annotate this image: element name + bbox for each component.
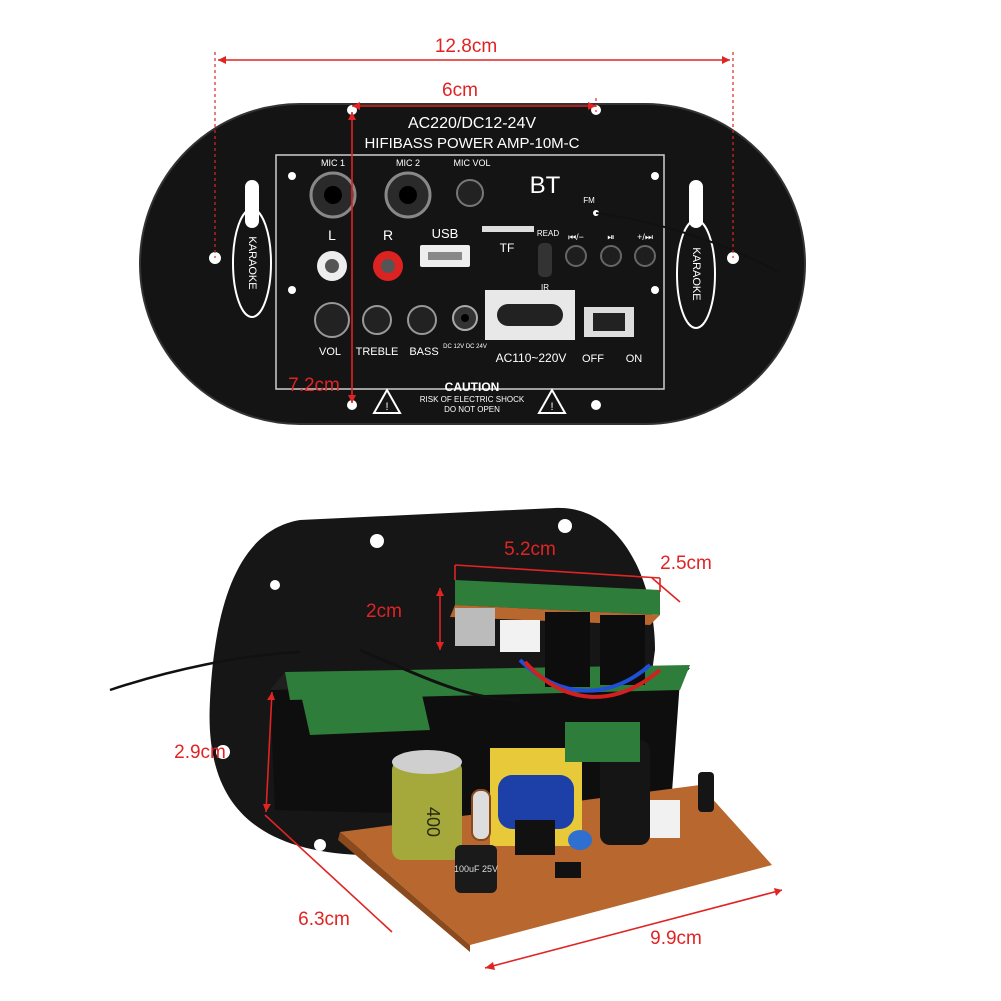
dim-module-height: 2cm bbox=[366, 601, 402, 622]
fm-label: FM bbox=[583, 196, 595, 205]
dc-label: DC 12V DC 24V bbox=[443, 344, 487, 350]
left-label: L bbox=[328, 227, 336, 243]
svg-text:100uF 25V: 100uF 25V bbox=[454, 864, 498, 874]
svg-text:400: 400 bbox=[423, 807, 443, 837]
play-label: ⏯ bbox=[607, 232, 614, 242]
front-dimensions: 12.8cm 6cm 7.2cm bbox=[214, 36, 734, 403]
warning-triangle-icon: ! bbox=[372, 387, 402, 414]
next-label: +/⏭ bbox=[637, 232, 653, 242]
capacitor-small: 100uF 25V bbox=[454, 845, 498, 893]
on-label: ON bbox=[626, 353, 643, 365]
dim-panel-width: 12.8cm bbox=[435, 36, 497, 57]
ac-label: AC110~220V bbox=[496, 351, 567, 365]
off-label: OFF bbox=[582, 353, 604, 365]
caution-label: CAUTION bbox=[445, 380, 500, 394]
mount-hole bbox=[270, 580, 280, 590]
front-panel: AC220/DC12-24V HIFIBASS POWER AMP-10M-C … bbox=[139, 103, 806, 425]
mount-hole bbox=[314, 839, 326, 851]
mount-hole bbox=[347, 105, 357, 115]
capacitor-large: 400 bbox=[392, 750, 462, 860]
dim-board-length: 9.9cm bbox=[650, 928, 702, 949]
mic-vol-label: MIC VOL bbox=[453, 158, 490, 168]
mount-hole bbox=[370, 534, 384, 548]
warning-triangle-icon: ! bbox=[537, 387, 567, 414]
vol-label: VOL bbox=[319, 346, 341, 358]
voltage-label: AC220/DC12-24V bbox=[408, 115, 536, 132]
prev-button bbox=[565, 245, 587, 267]
mount-hole bbox=[288, 172, 296, 180]
bt-label: BT bbox=[530, 172, 561, 199]
karaoke-label: KARAOKE bbox=[690, 247, 702, 300]
bt-module bbox=[455, 580, 660, 615]
antenna-wire bbox=[109, 650, 301, 692]
read-label: READ bbox=[537, 229, 559, 238]
treble-label: TREBLE bbox=[356, 346, 399, 358]
tf-slot bbox=[482, 226, 534, 232]
dim-board-height: 2.9cm bbox=[174, 742, 226, 763]
risk-label: RISK OF ELECTRIC SHOCK bbox=[420, 395, 525, 404]
play-button bbox=[600, 245, 622, 267]
tf-label: TF bbox=[500, 241, 515, 255]
mount-hole bbox=[558, 519, 572, 533]
ir-sensor bbox=[538, 243, 552, 277]
mount-hole bbox=[347, 400, 357, 410]
karaoke-label: KARAOKE bbox=[246, 236, 258, 289]
ir-label: IR bbox=[541, 283, 549, 292]
mount-hole bbox=[288, 286, 296, 294]
svg-text:!: ! bbox=[385, 401, 388, 413]
dim-module-depth: 2.5cm bbox=[660, 553, 712, 574]
prev-label: ⏮/− bbox=[568, 232, 584, 242]
side-dimensions: 5.2cm 2.5cm 2cm 2.9cm 6.3cm 9.9cm bbox=[174, 539, 783, 970]
mount-hole bbox=[216, 745, 230, 759]
dim-module-width: 5.2cm bbox=[504, 539, 556, 560]
bass-label: BASS bbox=[409, 346, 438, 358]
antenna-wire bbox=[595, 212, 779, 273]
mount-hole bbox=[591, 400, 601, 410]
mic2-label: MIC 2 bbox=[396, 158, 420, 168]
karaoke-badge-right: KARAOKE bbox=[676, 180, 716, 329]
usb-label: USB bbox=[432, 226, 459, 241]
vol-knob bbox=[314, 302, 350, 338]
mount-hole bbox=[651, 172, 659, 180]
mic1-label: MIC 1 bbox=[321, 158, 345, 168]
bass-knob bbox=[407, 305, 437, 335]
treble-knob bbox=[362, 305, 392, 335]
svg-text:!: ! bbox=[550, 401, 553, 413]
right-label: R bbox=[383, 227, 393, 243]
mount-hole bbox=[651, 286, 659, 294]
do-not-open-label: DO NOT OPEN bbox=[444, 405, 500, 414]
capacitor-black bbox=[698, 772, 714, 812]
dim-hole-vertical: 7.2cm bbox=[288, 375, 340, 396]
karaoke-badge-left: KARAOKE bbox=[232, 180, 272, 318]
mic-vol-knob bbox=[456, 179, 484, 207]
capacitor-black bbox=[600, 740, 650, 845]
model-label: HIFIBASS POWER AMP-10M-C bbox=[364, 135, 579, 152]
side-view: 400 100uF 25V bbox=[109, 507, 772, 952]
dim-board-depth: 6.3cm bbox=[298, 909, 350, 930]
dim-hole-spacing: 6cm bbox=[442, 80, 478, 101]
next-button bbox=[634, 245, 656, 267]
